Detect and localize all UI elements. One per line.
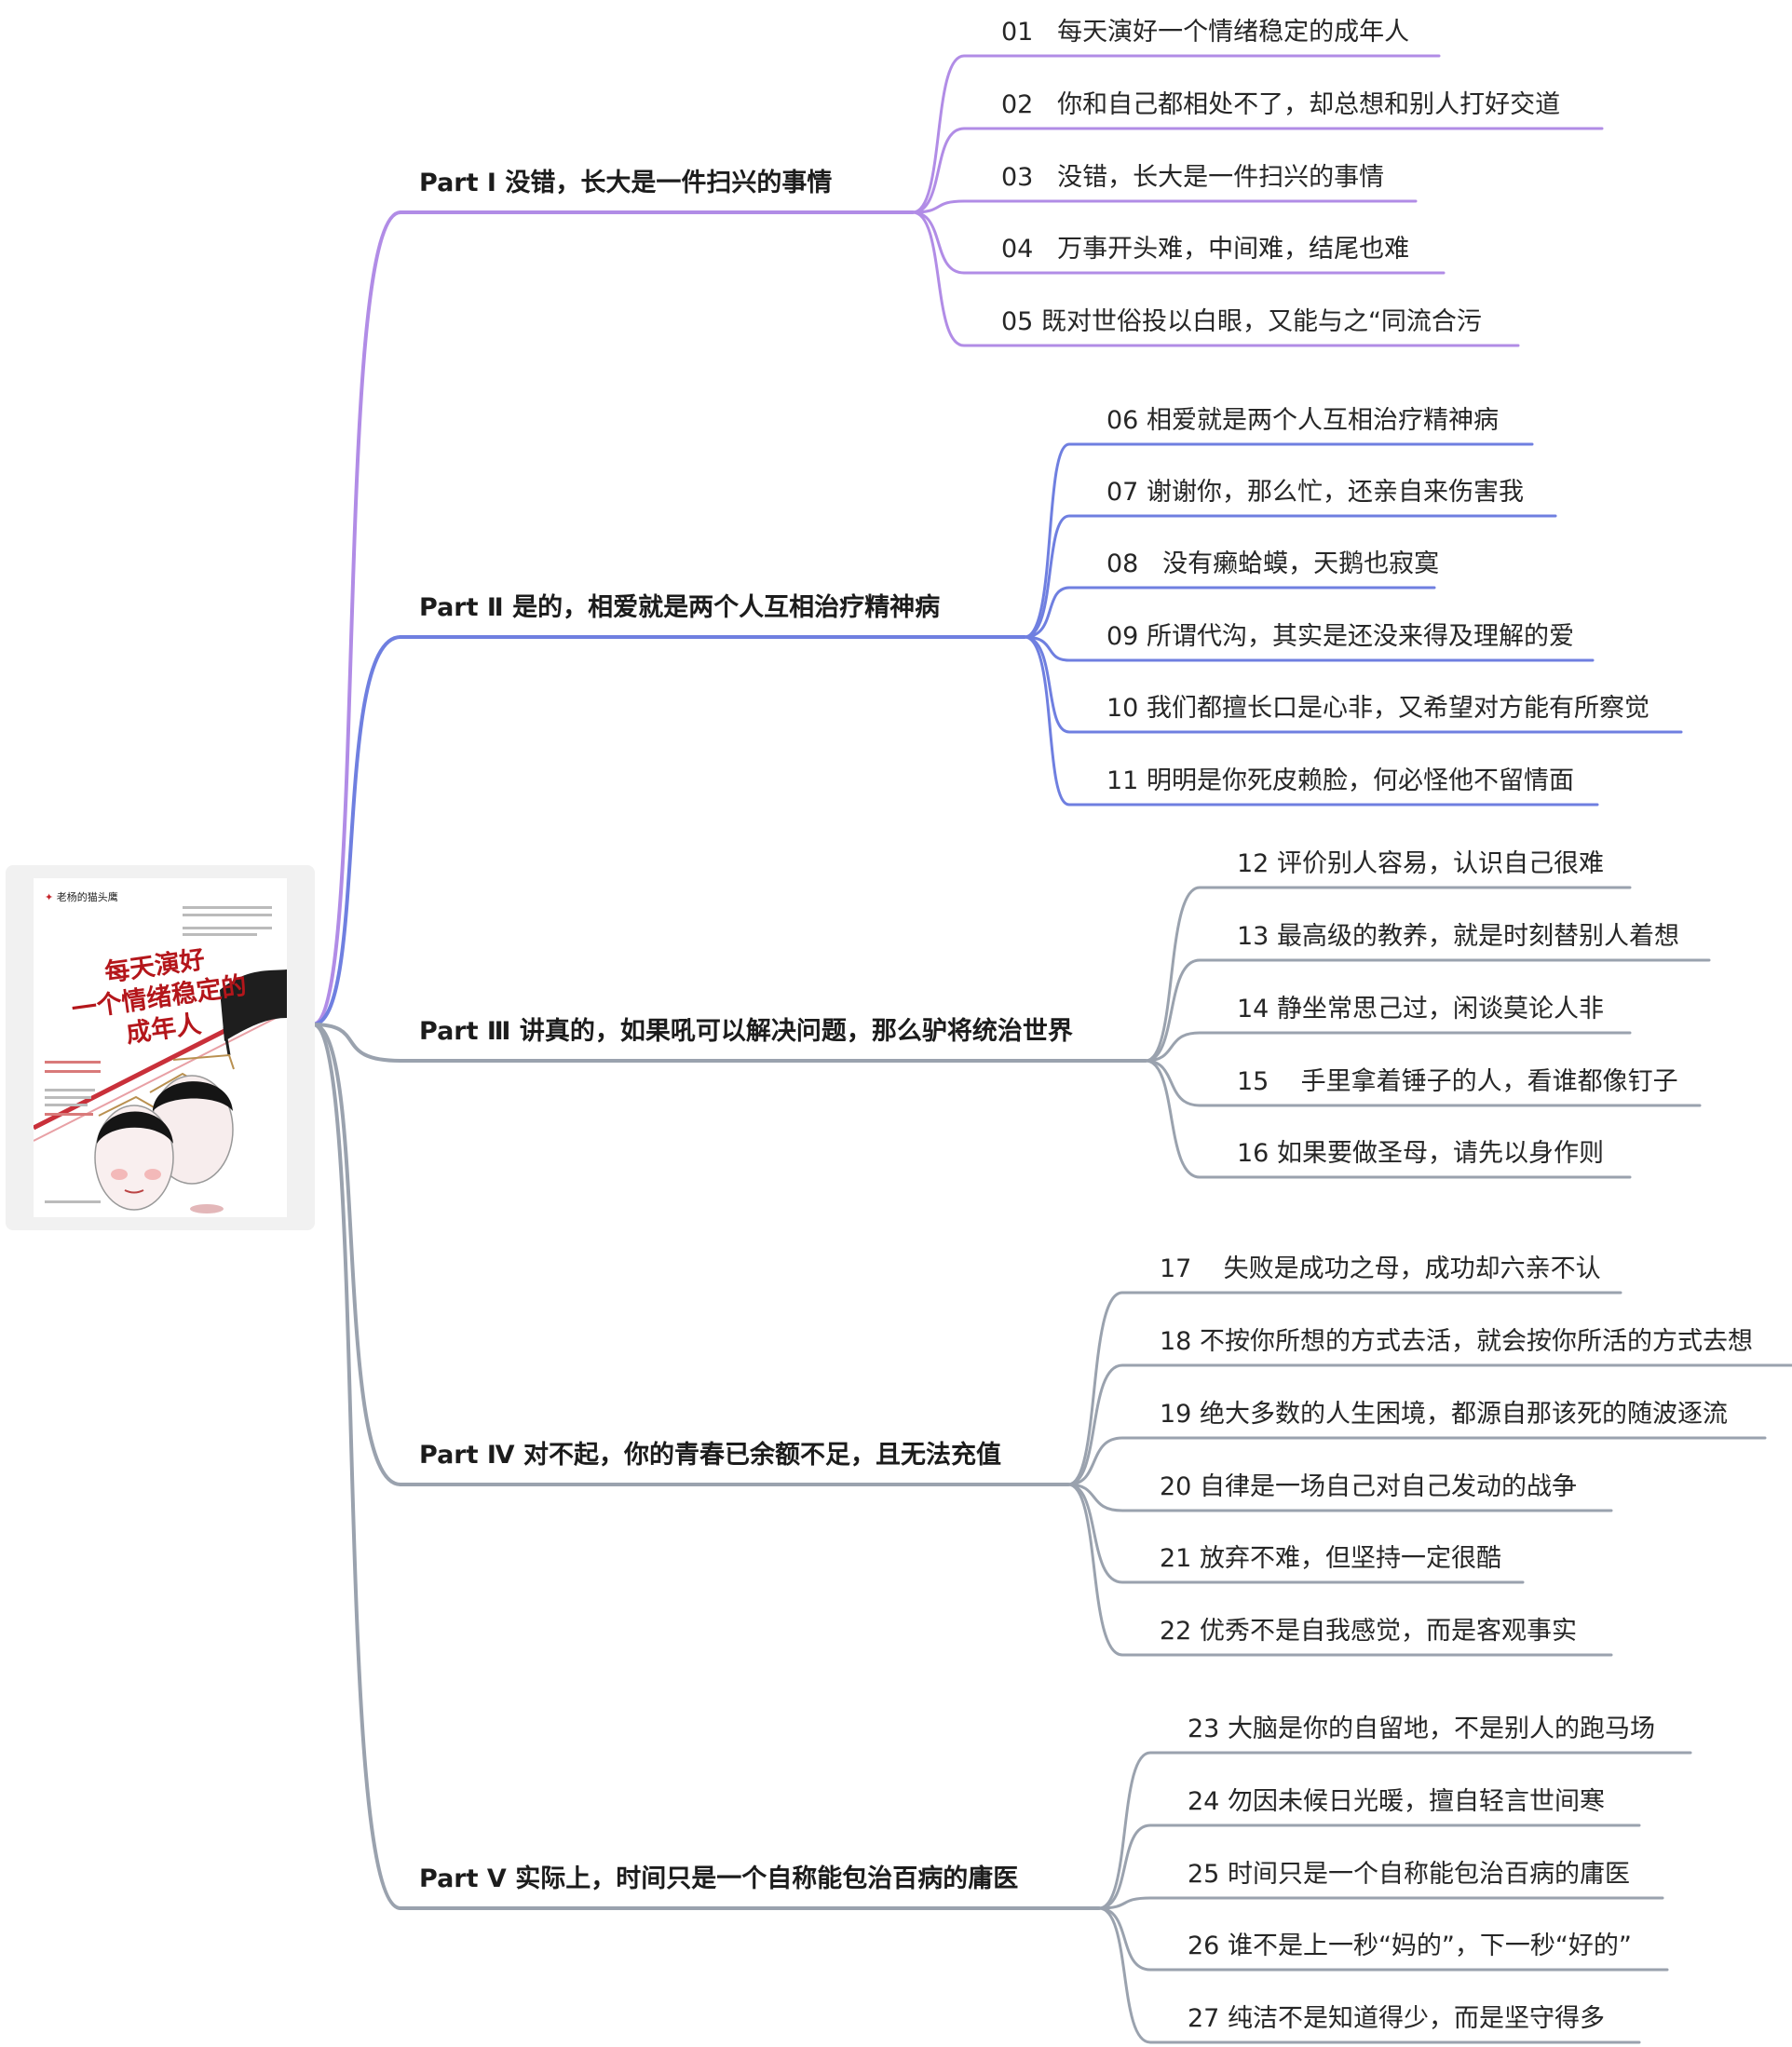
chapter-node[interactable]: 02 你和自己都相处不了，却总想和别人打好交道 <box>1001 89 1560 121</box>
part-node[interactable]: Part Ⅴ 实际上，时间只是一个自称能包治百病的庸医 <box>419 1864 1018 1895</box>
leaf-connector <box>913 201 1416 212</box>
publisher-line <box>45 1200 101 1203</box>
subtitle-text-line <box>183 914 272 916</box>
chapter-node[interactable]: 04 万事开头难，中间难，结尾也难 <box>1001 234 1409 265</box>
chapter-node[interactable]: 14 静坐常思己过，闲谈莫论人非 <box>1237 994 1604 1025</box>
chapter-node[interactable]: 23 大脑是你的自留地，不是别人的跑马场 <box>1188 1714 1655 1745</box>
leaf-connector <box>1025 444 1532 637</box>
chapter-node[interactable]: 20 自律是一场自己对自己发动的战争 <box>1160 1471 1577 1503</box>
leaf-connector <box>1068 1293 1621 1484</box>
part-node[interactable]: Part Ⅳ 对不起，你的青春已余额不足，且无法充值 <box>419 1440 1001 1471</box>
chapter-node[interactable]: 12 评价别人容易，认识自己很难 <box>1237 848 1604 880</box>
book-cover-image: ✦ 老杨的猫头鹰 每天演好 一个情绪稳定的 成年人 <box>34 878 287 1217</box>
part-node[interactable]: Part Ⅰ 没错，长大是一件扫兴的事情 <box>419 168 832 199</box>
chapter-node[interactable]: 06 相爱就是两个人互相治疗精神病 <box>1106 405 1499 437</box>
chapter-node[interactable]: 18 不按你所想的方式去活，就会按你所活的方式去想 <box>1160 1326 1753 1358</box>
chapter-node[interactable]: 16 如果要做圣母，请先以身作则 <box>1237 1138 1604 1170</box>
chapter-node[interactable]: 05 既对世俗投以白眼，又能与之“同流合污 <box>1001 306 1482 338</box>
blurb-line <box>45 1104 88 1106</box>
subtitle-text-line <box>183 906 272 909</box>
chapter-node[interactable]: 22 优秀不是自我感觉，而是客观事实 <box>1160 1616 1577 1647</box>
leaf-connector <box>1146 888 1630 1061</box>
subtitle-text-line <box>183 927 272 929</box>
chapter-node[interactable]: 08 没有癞蛤蟆，天鹅也寂寞 <box>1106 549 1439 580</box>
leaf-connector <box>1099 1898 1663 1908</box>
chapter-node[interactable]: 19 绝大多数的人生困境，都源自那该死的随波逐流 <box>1160 1399 1728 1430</box>
chapter-node[interactable]: 11 明明是你死皮赖脸，何必怪他不留情面 <box>1106 766 1574 797</box>
chapter-node[interactable]: 21 放弃不难，但坚持一定很酷 <box>1160 1543 1501 1575</box>
part-node[interactable]: Part Ⅲ 讲真的，如果吼可以解决问题，那么驴将统治世界 <box>419 1016 1073 1048</box>
publisher-logo: ✦ 老杨的猫头鹰 <box>45 889 118 904</box>
chapter-node[interactable]: 27 纯洁不是知道得少，而是坚守得多 <box>1188 2003 1605 2035</box>
part-node[interactable]: Part Ⅱ 是的，相爱就是两个人互相治疗精神病 <box>419 592 940 624</box>
chapter-node[interactable]: 17 失败是成功之母，成功却六亲不认 <box>1160 1254 1601 1285</box>
chapter-node[interactable]: 10 我们都擅长口是心非，又希望对方能有所察觉 <box>1106 693 1649 725</box>
chapter-node[interactable]: 15 手里拿着锤子的人，看谁都像钉子 <box>1237 1066 1678 1098</box>
blurb-line <box>45 1113 93 1116</box>
leaf-connector <box>1146 1033 1630 1061</box>
chapter-node[interactable]: 13 最高级的教养，就是时刻替别人着想 <box>1237 921 1679 953</box>
chapter-node[interactable]: 01 每天演好一个情绪稳定的成年人 <box>1001 17 1409 48</box>
blurb-line <box>45 1096 91 1099</box>
root-to-part-connector <box>313 1024 400 1908</box>
root-to-part-connector <box>313 637 400 1024</box>
subtitle-text-line <box>183 933 257 936</box>
tagline-line <box>45 1070 101 1073</box>
blurb-line <box>45 1089 95 1091</box>
root-to-part-connector <box>313 1024 400 1484</box>
chapter-node[interactable]: 24 勿因未候日光暖，擅自轻言世间寒 <box>1188 1786 1605 1818</box>
root-node[interactable]: ✦ 老杨的猫头鹰 每天演好 一个情绪稳定的 成年人 <box>6 865 315 1230</box>
chapter-node[interactable]: 03 没错，长大是一件扫兴的事情 <box>1001 162 1384 194</box>
chapter-node[interactable]: 26 谁不是上一秒“妈的”，下一秒“好的” <box>1188 1931 1632 1962</box>
tagline-line <box>45 1061 101 1064</box>
root-to-part-connector <box>313 212 400 1024</box>
chapter-node[interactable]: 07 谢谢你，那么忙，还亲自来伤害我 <box>1106 477 1524 508</box>
chapter-node[interactable]: 09 所谓代沟，其实是还没来得及理解的爱 <box>1106 621 1574 653</box>
chapter-node[interactable]: 25 时间只是一个自称能包治百病的庸医 <box>1188 1859 1630 1891</box>
